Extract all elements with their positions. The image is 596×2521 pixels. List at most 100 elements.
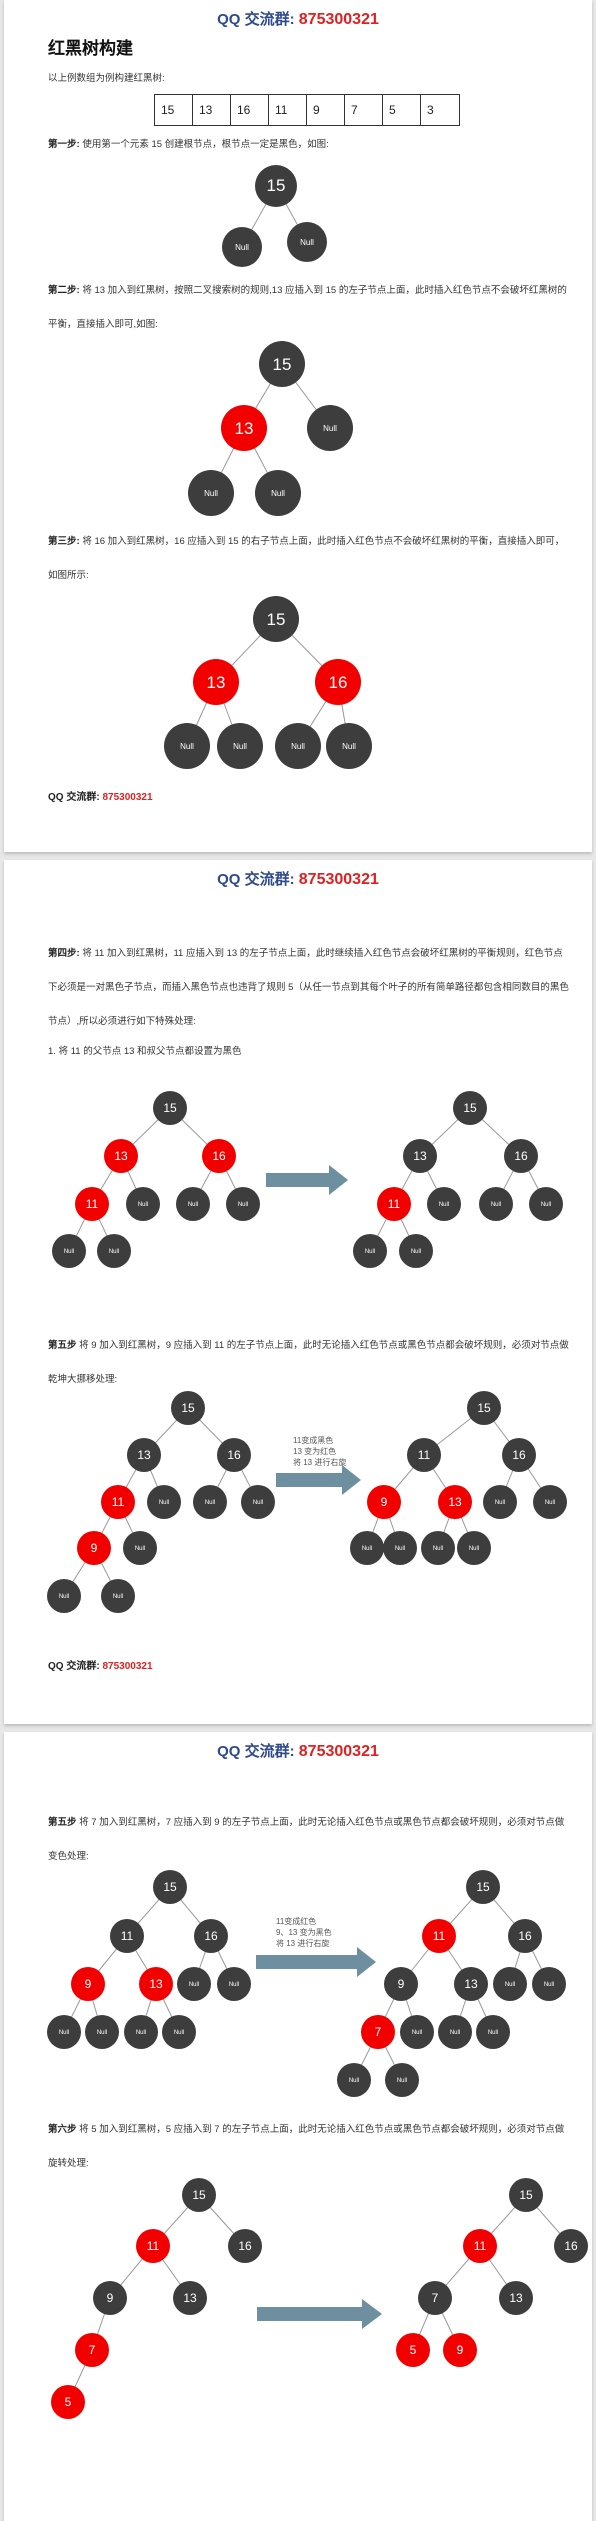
svg-text:Null: Null — [491, 1202, 501, 1208]
tree-node: 5 — [51, 2385, 85, 2419]
tree-step-7-after: 15 11 16 7 13 5 9 — [396, 2178, 588, 2367]
svg-text:16: 16 — [512, 1448, 526, 1462]
sequence-cell: 15 — [155, 95, 193, 125]
tree-node: 15 — [466, 1870, 500, 1904]
svg-text:13: 13 — [448, 1495, 462, 1509]
tree-node: 15 — [171, 1391, 205, 1425]
step-1-text: 第一步: 使用第一个元素 15 创建根节点，根节点一定是黑色，如图: — [48, 139, 329, 150]
tree-step-4-after: 15 13 16 11 Null Null Null Null Null — [353, 1091, 563, 1268]
svg-text:13: 13 — [137, 1448, 151, 1462]
null-leaf: Null — [97, 1234, 131, 1268]
null-leaf: Null — [337, 2063, 371, 2097]
tree-node: 13 — [104, 1139, 138, 1173]
svg-text:15: 15 — [163, 1101, 177, 1115]
svg-text:Null: Null — [362, 1546, 372, 1552]
tree-node: 16 — [315, 659, 361, 705]
svg-text:Null: Null — [113, 1594, 123, 1600]
null-leaf: Null — [326, 723, 372, 769]
svg-text:7: 7 — [89, 2343, 96, 2357]
tree-node: 13 — [221, 405, 267, 451]
svg-text:Null: Null — [397, 2078, 407, 2084]
null-leaf: Null — [222, 227, 262, 267]
svg-text:Null: Null — [59, 2030, 69, 2036]
svg-text:Null: Null — [495, 1500, 505, 1506]
svg-text:Null: Null — [174, 2030, 184, 2036]
svg-text:Null: Null — [135, 1546, 145, 1552]
null-leaf: Null — [188, 470, 234, 516]
svg-text:Null: Null — [64, 1249, 74, 1255]
null-leaf: Null — [275, 723, 321, 769]
null-leaf: Null — [85, 2015, 119, 2049]
svg-text:Null: Null — [233, 742, 247, 751]
null-leaf: Null — [47, 2015, 81, 2049]
svg-text:13: 13 — [207, 673, 226, 692]
svg-text:16: 16 — [212, 1149, 226, 1163]
svg-text:Null: Null — [229, 1982, 239, 1988]
tree-node: 7 — [75, 2333, 109, 2367]
svg-text:16: 16 — [514, 1149, 528, 1163]
null-leaf: Null — [101, 1579, 135, 1613]
svg-text:11: 11 — [388, 1197, 401, 1211]
svg-text:Null: Null — [271, 489, 285, 498]
tree-node: 11 — [407, 1438, 441, 1472]
svg-text:Null: Null — [469, 1546, 479, 1552]
tree-node: 5 — [396, 2333, 430, 2367]
svg-text:13: 13 — [413, 1149, 427, 1163]
tree-node: 11 — [101, 1485, 135, 1519]
null-leaf: Null — [479, 1187, 513, 1221]
svg-text:Null: Null — [189, 1982, 199, 1988]
tree-node: 7 — [361, 2015, 395, 2049]
tree-node: 9 — [93, 2281, 127, 2315]
null-leaf: Null — [255, 470, 301, 516]
null-leaf: Null — [350, 1531, 384, 1565]
svg-text:16: 16 — [238, 2239, 252, 2253]
tree-node: 16 — [504, 1139, 538, 1173]
svg-text:Null: Null — [253, 1500, 263, 1506]
svg-text:15: 15 — [476, 1880, 490, 1894]
tree-node: 9 — [367, 1485, 401, 1519]
tree-node: 15 — [153, 1091, 187, 1125]
svg-text:Null: Null — [395, 1546, 405, 1552]
tree-node: 15 — [509, 2178, 543, 2212]
null-leaf: Null — [126, 1187, 160, 1221]
svg-text:Null: Null — [138, 1202, 148, 1208]
tree-node: 11 — [422, 1919, 456, 1953]
tree-node: 13 — [127, 1438, 161, 1472]
null-leaf: Null — [353, 1234, 387, 1268]
svg-text:Null: Null — [180, 742, 194, 751]
svg-text:15: 15 — [477, 1401, 491, 1415]
svg-text:13: 13 — [464, 1977, 478, 1991]
tree-node: 15 — [153, 1870, 187, 1904]
svg-text:Null: Null — [433, 1546, 443, 1552]
transform-arrow — [257, 2299, 382, 2329]
null-leaf: Null — [483, 1485, 517, 1519]
null-leaf: Null — [217, 1967, 251, 2001]
svg-text:13: 13 — [509, 2291, 523, 2305]
svg-text:13: 13 — [114, 1149, 128, 1163]
tree-node: 11 — [110, 1919, 144, 1953]
null-leaf: Null — [438, 2015, 472, 2049]
page-2: QQ 交流群: 875300321 第四步: 将 11 加入到红黑树，11 应插… — [4, 860, 592, 1724]
svg-text:15: 15 — [519, 2188, 533, 2202]
svg-text:Null: Null — [59, 1594, 69, 1600]
page-3: QQ 交流群: 875300321 第五步 将 7 加入到红黑树，7 应插入到 … — [4, 1732, 592, 2521]
null-leaf: Null — [124, 2015, 158, 2049]
svg-text:Null: Null — [545, 1500, 555, 1506]
page-1-diagrams: 15 Null Null 15 13 Null Null Null 15 13 — [164, 165, 372, 769]
svg-text:9: 9 — [85, 1977, 92, 1991]
sequence-cell: 16 — [231, 95, 269, 125]
null-leaf: Null — [457, 1531, 491, 1565]
svg-text:Null: Null — [136, 2030, 146, 2036]
svg-text:Null: Null — [238, 1202, 248, 1208]
svg-text:Null: Null — [365, 1249, 375, 1255]
svg-text:11: 11 — [147, 2239, 160, 2253]
tree-step-3: 15 13 16 Null Null Null Null — [164, 596, 372, 769]
sequence-cell: 13 — [193, 95, 231, 125]
svg-text:Null: Null — [342, 742, 356, 751]
tree-node: 9 — [384, 1967, 418, 2001]
tree-node: 16 — [194, 1919, 228, 1953]
null-leaf: Null — [193, 1485, 227, 1519]
transform-arrow — [276, 1465, 361, 1495]
svg-text:Null: Null — [300, 238, 314, 247]
tree-node: 15 — [253, 596, 299, 642]
